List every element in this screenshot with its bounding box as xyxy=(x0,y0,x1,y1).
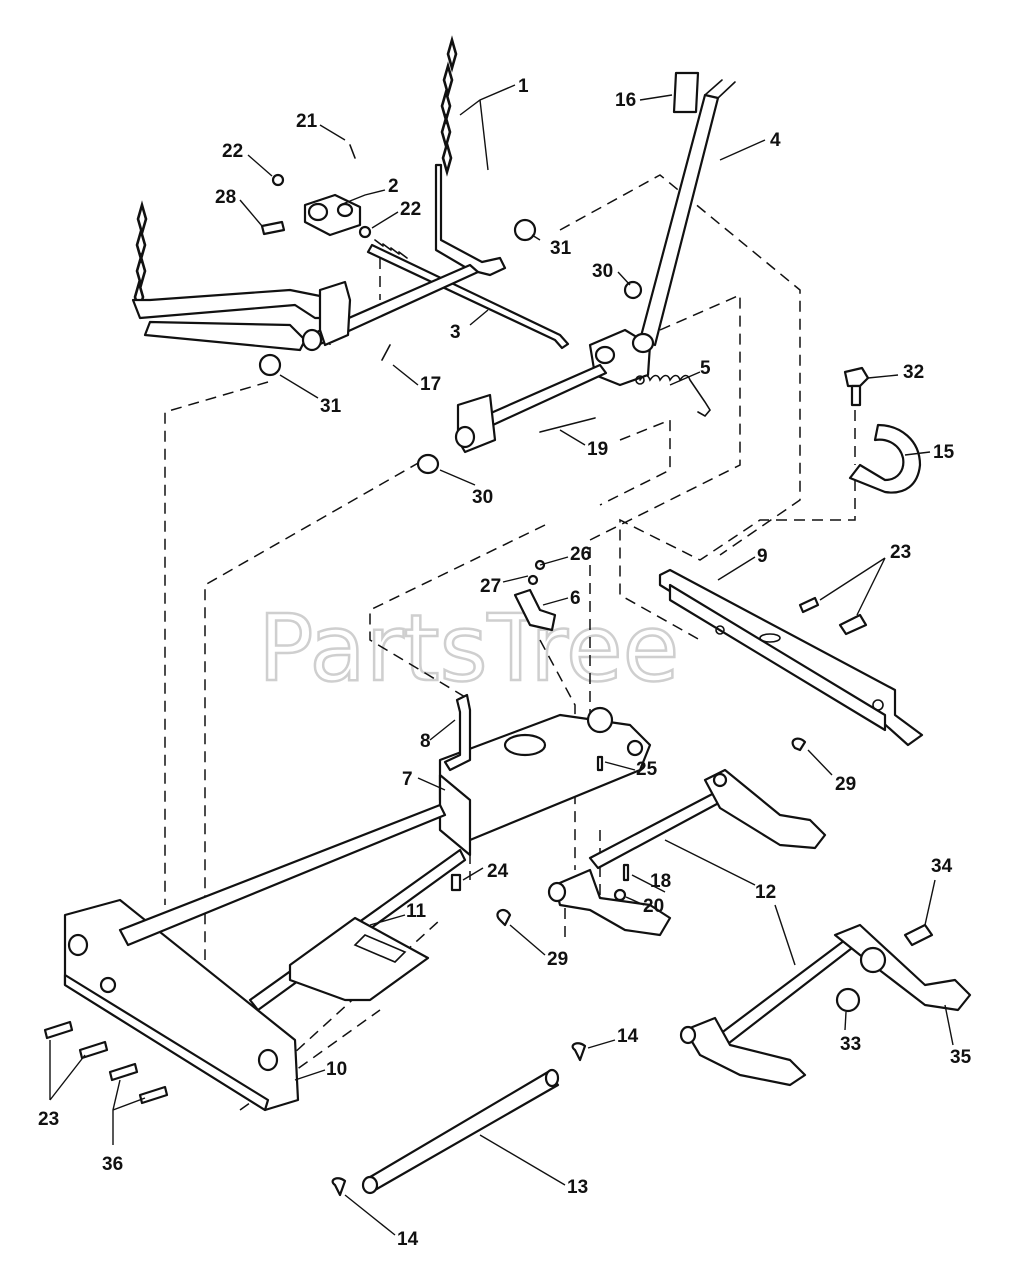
part-32-bolt xyxy=(843,366,870,407)
callout-21: 21 xyxy=(296,111,318,132)
callout-29-left: 29 xyxy=(547,949,568,970)
part-31-nut-upper xyxy=(513,218,537,242)
part-3-lift-link xyxy=(366,239,570,350)
callout-34: 34 xyxy=(931,856,953,877)
part-12-axle-upper xyxy=(547,768,827,937)
callout-33: 33 xyxy=(840,1034,861,1055)
part-18-pin xyxy=(622,863,630,882)
callout-10: 10 xyxy=(326,1059,347,1080)
lift-shaft xyxy=(301,263,480,352)
callout-15: 15 xyxy=(933,442,955,463)
part-31-nut-lower xyxy=(258,353,282,377)
callout-1: 1 xyxy=(518,76,529,97)
callout-23-right: 23 xyxy=(890,542,911,563)
callout-5: 5 xyxy=(700,358,711,379)
callout-leaders xyxy=(49,84,954,1236)
part-25-screw xyxy=(596,755,604,772)
callout-17: 17 xyxy=(420,374,441,395)
part-2-pivot-bracket xyxy=(303,193,362,237)
callout-35: 35 xyxy=(950,1047,972,1068)
part-4-lift-lever xyxy=(588,79,736,387)
part-20-nut xyxy=(613,888,627,902)
small-hardware xyxy=(43,71,807,1197)
callout-32: 32 xyxy=(903,362,924,383)
part-29-clip-right xyxy=(791,737,807,752)
callout-6: 6 xyxy=(570,588,581,609)
part-14-clip-upper xyxy=(571,1042,587,1062)
part-15-bracket xyxy=(848,423,922,494)
part-13-rod xyxy=(361,1068,560,1195)
callout-3: 3 xyxy=(450,322,461,343)
callout-14-lower: 14 xyxy=(397,1229,419,1250)
part-9-front-bar xyxy=(658,568,924,747)
part-14-clip-lower xyxy=(331,1177,347,1197)
part-12-axle-lower xyxy=(679,923,972,1087)
callout-9: 9 xyxy=(757,546,768,567)
part-6-small-bracket xyxy=(513,559,557,632)
part-30-bushing-lower xyxy=(416,453,440,475)
callout-26: 26 xyxy=(570,544,591,565)
callout-25: 25 xyxy=(636,759,658,780)
callout-8: 8 xyxy=(420,731,431,752)
callout-31-lower: 31 xyxy=(320,396,342,417)
callout-19: 19 xyxy=(587,439,608,460)
part-23-bolt-left-2 xyxy=(78,1040,109,1060)
part-17-pin xyxy=(381,344,391,361)
callout-31-upper: 31 xyxy=(550,238,572,259)
callout-2: 2 xyxy=(388,176,399,197)
callout-14-upper: 14 xyxy=(617,1026,639,1047)
part-28-bolt xyxy=(260,220,286,236)
part-8-bracket xyxy=(443,693,472,772)
part-21-clip xyxy=(349,144,356,159)
part-23-bolts-right xyxy=(798,596,868,636)
part-36-bolt xyxy=(108,1062,139,1082)
callout-12: 12 xyxy=(755,882,776,903)
callout-18: 18 xyxy=(650,871,671,892)
part-22-washer-b xyxy=(358,225,372,239)
watermark-text: PartsTree xyxy=(258,595,679,702)
callout-11: 11 xyxy=(406,901,427,922)
cross-shaft xyxy=(454,363,608,454)
part-30-bushing-upper xyxy=(623,280,643,300)
part-16-grip xyxy=(672,71,700,114)
part-10-rear-plate xyxy=(63,898,300,1112)
part-36-bolt-2 xyxy=(138,1085,169,1105)
callout-36: 36 xyxy=(102,1154,123,1175)
callout-labels: 1 2 3 4 5 6 7 8 9 10 11 12 13 14 14 15 1… xyxy=(38,76,972,1250)
part-5-spring xyxy=(635,374,711,418)
part-19-pin xyxy=(539,417,596,433)
part-7-main-frame xyxy=(438,706,652,857)
part-23-bolt-left xyxy=(43,1020,74,1040)
part-11-hitch-plate xyxy=(288,916,430,1002)
callout-22-a: 22 xyxy=(222,141,243,162)
callout-29-right: 29 xyxy=(835,774,856,795)
part-24-screw xyxy=(450,873,462,892)
callout-7: 7 xyxy=(402,769,413,790)
callout-28: 28 xyxy=(215,187,236,208)
callout-27: 27 xyxy=(480,576,501,597)
callout-30-upper: 30 xyxy=(592,261,613,282)
callout-22-b: 22 xyxy=(400,199,421,220)
callout-30-lower: 30 xyxy=(472,487,493,508)
callout-24: 24 xyxy=(487,861,509,882)
part-29-clip-left xyxy=(496,908,512,927)
callout-20: 20 xyxy=(643,896,664,917)
part-1-lift-arms-chains xyxy=(131,35,507,352)
callout-4: 4 xyxy=(770,130,781,151)
callout-23-left: 23 xyxy=(38,1109,59,1130)
callout-16: 16 xyxy=(615,90,636,111)
part-22-washer-a xyxy=(271,173,285,187)
callout-13: 13 xyxy=(567,1177,588,1198)
